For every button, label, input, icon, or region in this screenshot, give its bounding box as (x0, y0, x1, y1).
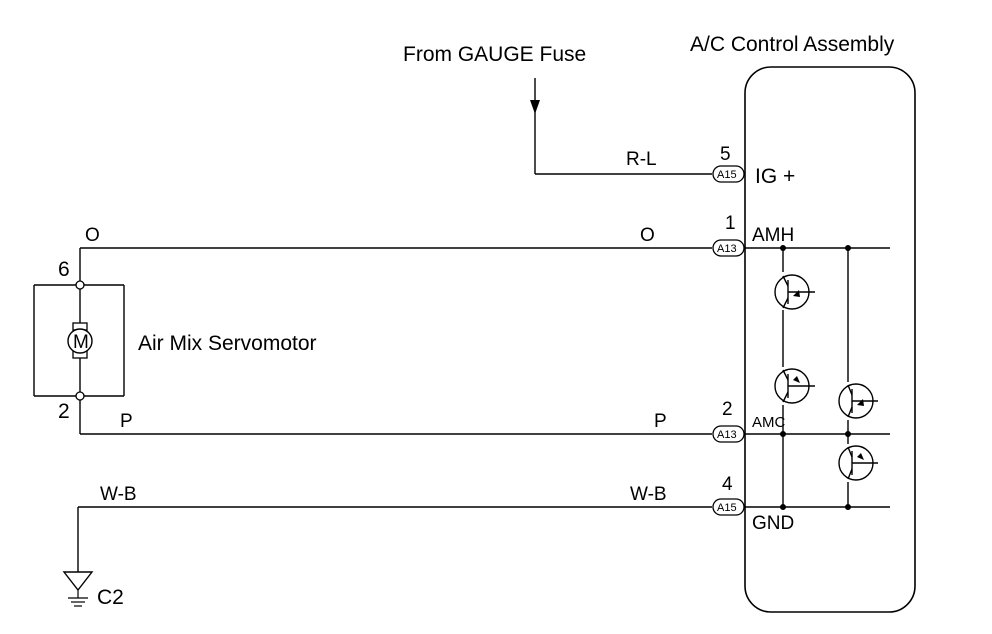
svg-text:A15: A15 (717, 169, 737, 181)
wire-label-r-l: R-L (626, 149, 657, 170)
servomotor-label: Air Mix Servomotor (138, 332, 317, 355)
pin-number-1: 1 (725, 213, 736, 234)
wire-label-w-b-left: W-B (100, 484, 137, 505)
motor-symbol: M (73, 332, 89, 353)
terminal-name-gnd: GND (752, 513, 794, 534)
connector-a13-amc: A13 (712, 425, 745, 443)
internal-circuit (745, 245, 890, 510)
transistor-q1-icon (774, 274, 815, 310)
svg-text:A15: A15 (717, 502, 737, 514)
svg-text:A13: A13 (717, 429, 737, 441)
ground-symbol (62, 571, 94, 607)
terminal-name-amc: AMC (752, 414, 786, 431)
assembly-title: A/C Control Assembly (690, 33, 895, 56)
terminal-name-amh: AMH (752, 225, 794, 246)
connector-a15-gnd: A15 (712, 498, 745, 516)
air-mix-servomotor (33, 280, 125, 401)
connector-a13-amh: A13 (712, 239, 745, 257)
servo-pin-6: 6 (58, 258, 70, 281)
transistor-q3-icon (838, 383, 878, 419)
servo-pin-2: 2 (58, 400, 70, 423)
svg-text:A13: A13 (717, 243, 737, 255)
wire-label-o-right: O (640, 225, 655, 246)
wire-w-b (77, 506, 712, 572)
transistor-q2-icon (774, 368, 815, 404)
wire-label-p-left: P (120, 411, 133, 432)
terminal-name-ig: IG + (755, 165, 795, 188)
pin-number-4: 4 (722, 474, 733, 495)
wire-label-w-b-right: W-B (630, 484, 667, 505)
pin-number-2: 2 (722, 399, 733, 420)
wire-label-p-right: P (654, 411, 667, 432)
control-assembly-box (744, 66, 916, 613)
fuse-arrow (530, 78, 540, 174)
connector-a15-ig: A15 (712, 165, 745, 183)
wire-label-o-left: O (85, 225, 100, 246)
ground-label: C2 (97, 586, 124, 609)
wire-p (79, 396, 712, 435)
transistor-q4-icon (838, 445, 878, 481)
gauge-fuse-label: From GAUGE Fuse (403, 43, 586, 66)
pin-number-5: 5 (720, 144, 731, 165)
wire-o (79, 247, 712, 285)
